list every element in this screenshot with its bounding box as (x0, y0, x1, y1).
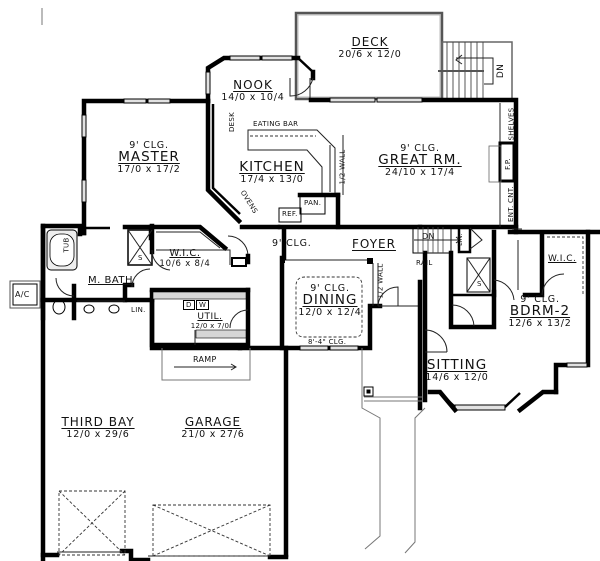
room-utility: UTIL. 12/0 x 7/0 (191, 312, 230, 330)
foyer-ceiling-note: 9' CLG. (272, 238, 312, 249)
ceiling-note: 9' CLG. (520, 294, 560, 305)
room-great-room: 9' CLG. GREAT RM. 24/10 x 17/4 (378, 143, 461, 178)
room-name: MASTER (118, 149, 180, 165)
room-name: GARAGE (184, 415, 242, 429)
room-master-wic: W.I.C. 10/6 x 8/4 (159, 248, 210, 270)
room-master-bath: M. BATH (88, 275, 134, 286)
room-dimensions: 24/10 x 17/4 (385, 167, 455, 178)
room-foyer: FOYER (352, 237, 396, 251)
tub-label: TUB (62, 237, 71, 253)
hall-shower-label: S (477, 280, 482, 288)
room-dimensions: 12/6 x 13/2 (508, 318, 572, 329)
master-shower-label: S (138, 254, 143, 262)
dining-soffit-note: 8'-4" CLG. (308, 338, 347, 346)
room-nook: NOOK 14/0 x 10/4 (221, 78, 285, 104)
ceiling-note: 9' CLG. (129, 140, 169, 151)
deck-outline (294, 11, 513, 101)
refrigerator-label: REF. (282, 210, 298, 218)
room-dimensions: 14/6 x 12/0 (425, 372, 489, 383)
foyer-stair-down-label: DN (422, 232, 435, 241)
ceiling-note: 9' CLG. (310, 283, 350, 294)
room-garage: GARAGE 21/0 x 27/6 (181, 415, 245, 441)
room-bedroom-2: 9' CLG. BDRM-2 12/6 x 13/2 (508, 294, 571, 329)
room-kitchen: KITCHEN 17/4 x 13/0 (239, 159, 305, 185)
room-dimensions: 10/6 x 8/4 (159, 259, 211, 269)
room-dimensions: 20/6 x 12/0 (338, 49, 402, 60)
entertainment-center-label: ENT. CNT. (507, 185, 516, 223)
room-name: SITTING (426, 357, 488, 373)
room-dimensions: 14/0 x 10/4 (221, 92, 285, 103)
pantry-label: PAN. (304, 199, 322, 207)
room-deck: DECK 20/6 x 12/0 (338, 35, 402, 61)
shelves-label: SHELVES (507, 107, 516, 141)
kitchen-half-wall-label: 1/2 WALL (338, 149, 347, 185)
room-bedroom-wic: W.I.C. (548, 254, 577, 264)
room-name: UTIL. (197, 312, 223, 322)
room-name: GREAT RM. (378, 152, 462, 168)
room-third-bay: THIRD BAY 12/0 x 29/6 (61, 415, 135, 441)
room-sitting: SITTING 14/6 x 12/0 (425, 357, 489, 383)
room-dimensions: 12/0 x 12/4 (298, 307, 362, 318)
ramp-label: RAMP (193, 355, 217, 364)
foyer-linen-label: LIN. (456, 233, 464, 246)
room-dimensions: 21/0 x 27/6 (181, 429, 245, 440)
hall-walls (227, 227, 287, 267)
desk-label: DESK (228, 111, 237, 133)
room-dimensions: 12/0 x 7/0 (190, 322, 230, 330)
dining-half-wall-label: 1/2 WALL (376, 263, 385, 299)
deck-stair-down-label: DN (496, 63, 507, 79)
washer-label: W (196, 300, 210, 310)
master-linen-label: LIN. (131, 306, 146, 314)
room-name: DECK (351, 35, 389, 49)
room-dimensions: 12/0 x 29/6 (66, 429, 130, 440)
fireplace-label: F.P. (503, 158, 512, 170)
room-dimensions: 17/4 x 13/0 (240, 174, 304, 185)
dryer-label: D (183, 300, 195, 310)
room-name: THIRD BAY (61, 415, 135, 429)
room-name: KITCHEN (239, 159, 305, 175)
room-dimensions: 17/0 x 17/2 (117, 164, 181, 175)
room-name: BDRM-2 (509, 303, 571, 319)
room-name: NOOK (233, 78, 273, 92)
eating-bar-label: EATING BAR (253, 120, 299, 128)
walls (9, 55, 600, 561)
ac-unit-label: A/C (15, 290, 30, 299)
room-name: DINING (302, 292, 358, 308)
ceiling-note: 9' CLG. (400, 143, 440, 154)
room-master: 9' CLG. MASTER 17/0 x 17/2 (117, 140, 180, 175)
rail-label: RAIL (416, 259, 433, 267)
room-name: W.I.C. (169, 248, 201, 259)
room-dining: 9' CLG. DINING 12/0 x 12/4 (298, 283, 361, 318)
